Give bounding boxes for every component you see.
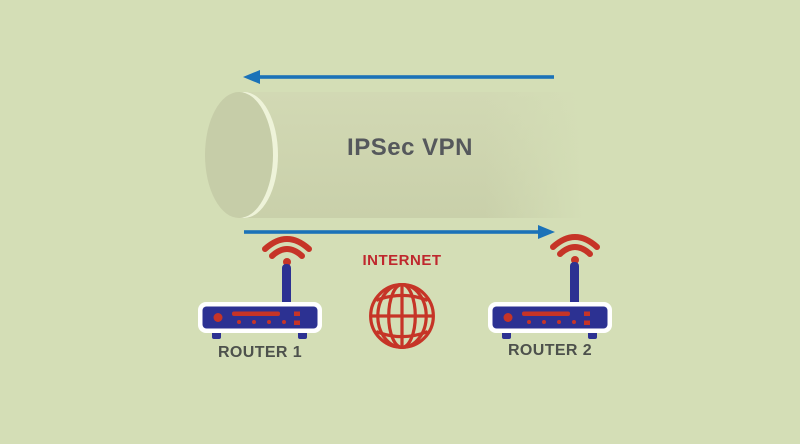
router-device-icon: [488, 302, 612, 339]
router-1-label: ROUTER 1: [217, 344, 303, 361]
wifi-signal-icon: [550, 234, 600, 264]
router-antenna: [282, 264, 291, 308]
arrow-left-icon: [243, 70, 554, 84]
internet-label: INTERNET: [362, 252, 442, 269]
router-1: ROUTER 1: [198, 228, 322, 368]
router-2-label: ROUTER 2: [507, 342, 593, 359]
tunnel-label: IPSec VPN: [347, 134, 473, 161]
arrow-right-icon: [244, 225, 555, 239]
router-antenna: [570, 262, 579, 306]
internet: INTERNET: [348, 252, 456, 362]
router-2: ROUTER 2: [488, 226, 612, 366]
router-device-icon: [198, 302, 322, 339]
globe-icon: [369, 283, 435, 349]
vpn-tunnel-cylinder: [205, 92, 585, 218]
wifi-signal-icon: [262, 236, 312, 266]
